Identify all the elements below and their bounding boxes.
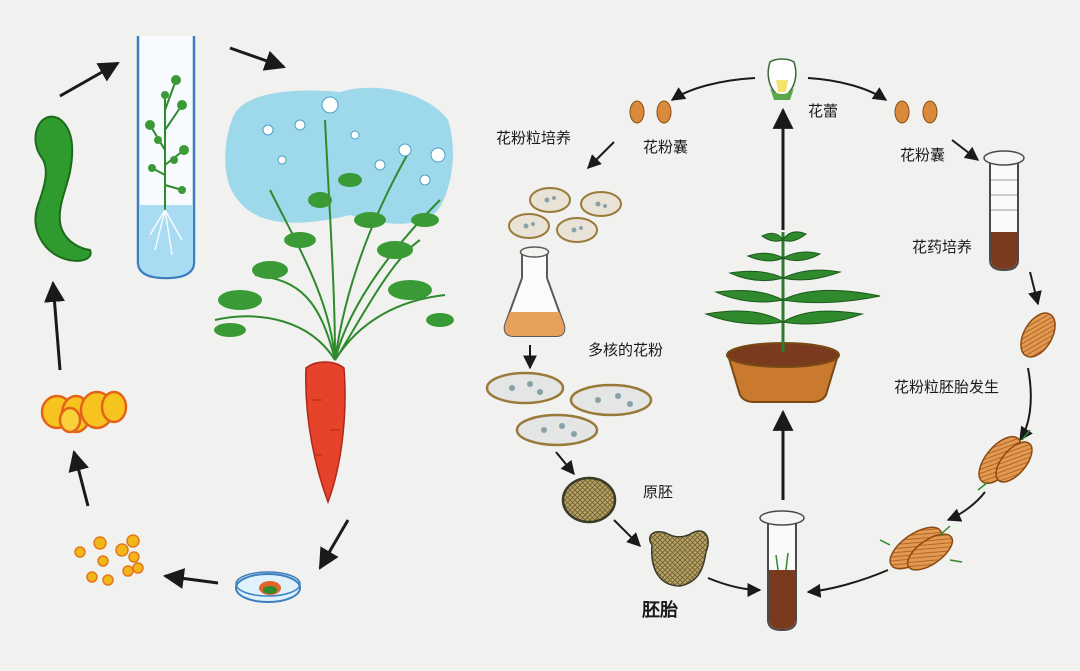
arrow-icon bbox=[318, 519, 350, 570]
pollen-dish-icon bbox=[508, 187, 622, 243]
arrow-icon bbox=[44, 280, 65, 371]
arrow-icon bbox=[806, 569, 889, 598]
callus-cells-icon bbox=[74, 534, 144, 586]
arrow-icon bbox=[707, 577, 762, 597]
callus-icon bbox=[40, 390, 128, 434]
arrow-icon bbox=[229, 46, 286, 71]
embryo-label: 胚胎 bbox=[642, 600, 678, 621]
anther-right-label: 花粉囊 bbox=[900, 146, 946, 164]
bud-label: 花蕾 bbox=[808, 102, 839, 120]
carrot-culture-cycle bbox=[34, 36, 454, 603]
potted-plant-icon bbox=[704, 231, 881, 403]
anther-left-label: 花粉囊 bbox=[643, 138, 689, 156]
multinucleate-pollen-dish-icon bbox=[485, 371, 653, 447]
pollen-embryogenesis-label: 花粉粒胚胎发生 bbox=[894, 378, 1000, 396]
arrow-icon bbox=[59, 61, 120, 98]
proembryo-icon bbox=[561, 476, 617, 524]
arrow-icon bbox=[1019, 367, 1033, 442]
arrow-icon bbox=[587, 141, 615, 169]
flask-icon bbox=[503, 246, 566, 337]
arrow-icon bbox=[1028, 271, 1042, 306]
green-embryo-icon bbox=[34, 115, 92, 262]
anther-icon bbox=[629, 100, 938, 124]
arrow-icon bbox=[670, 77, 756, 101]
arrow-icon bbox=[68, 449, 90, 507]
cycle-arrows-right bbox=[523, 77, 1042, 598]
flower-bud-icon bbox=[767, 58, 797, 100]
pollen-culture-cycle bbox=[485, 58, 1056, 632]
arrow-icon bbox=[951, 139, 980, 161]
petri-dish-icon bbox=[235, 571, 301, 603]
test-tube-icon bbox=[759, 510, 805, 632]
multinucleate-pollen-label: 多核的花粉 bbox=[588, 341, 664, 359]
embryo-icon bbox=[648, 530, 709, 587]
arrow-icon bbox=[162, 568, 219, 589]
pollen-culture-label: 花粉粒培养 bbox=[496, 129, 572, 147]
carrot-plant-icon bbox=[214, 87, 454, 505]
anther-culture-tube-icon bbox=[983, 150, 1025, 272]
arrow-icon bbox=[807, 77, 888, 101]
cycle-arrows-left bbox=[44, 46, 350, 589]
shoot-icon bbox=[879, 429, 1031, 563]
test-tube-icon bbox=[136, 36, 196, 280]
anther-stage-icon bbox=[889, 312, 1056, 571]
arrow-icon bbox=[946, 491, 986, 522]
proembryo-label: 原胚 bbox=[643, 483, 674, 501]
arrow-icon bbox=[613, 519, 641, 547]
anther-culture-label: 花药培养 bbox=[912, 238, 973, 256]
arrow-icon bbox=[555, 451, 575, 476]
